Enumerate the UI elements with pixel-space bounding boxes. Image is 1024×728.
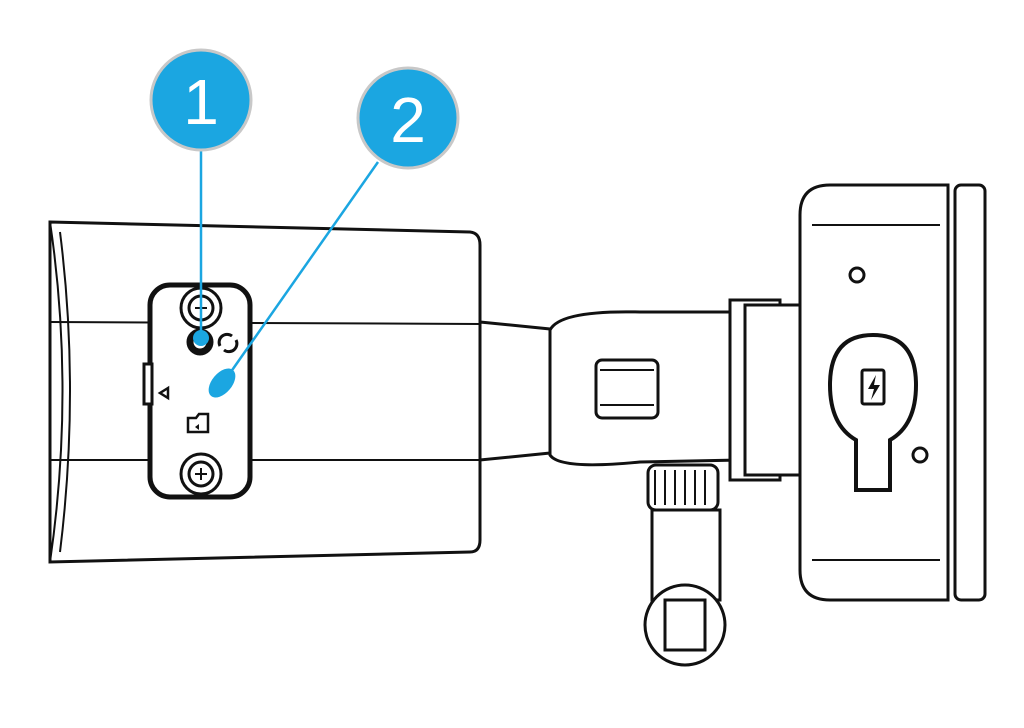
cable-connector: [643, 463, 727, 667]
callout-2: 2: [208, 66, 460, 398]
junction-box: [798, 183, 987, 602]
camera-body: [48, 220, 482, 564]
sd-card-icon: [186, 412, 210, 434]
callout-2-label: 2: [390, 84, 426, 156]
bottom-screw-icon: [179, 452, 223, 496]
callout-1-label: 1: [183, 66, 219, 138]
access-panel: [142, 282, 253, 500]
arrow-left-icon: [157, 385, 170, 401]
callout-1: 1: [149, 48, 253, 346]
reset-icon: [217, 332, 239, 354]
mount-arm: [478, 298, 807, 482]
battery-charge-icon: [860, 368, 886, 406]
